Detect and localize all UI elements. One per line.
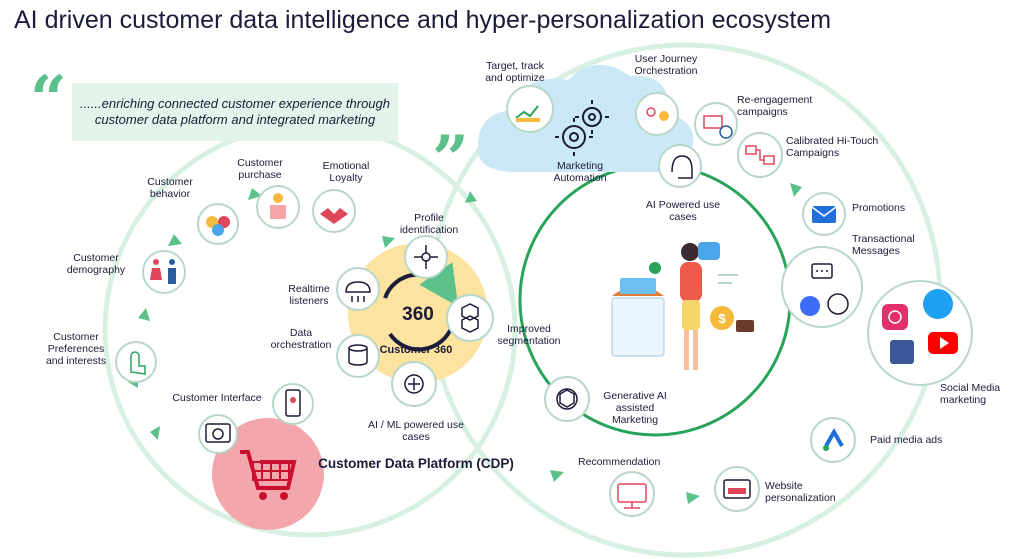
label-paid-media: Paid media ads [870,434,943,446]
journey-icon [635,92,679,136]
label-user-journey: User Journey Orchestration [634,53,698,77]
quote-text: ......enriching connected customer exper… [79,96,390,127]
ads-icon [810,417,856,463]
customer360-label: Customer 360 [379,344,453,356]
browser-icon [198,414,238,454]
label-social-media: Social Media marketing [940,382,1001,406]
openai-icon [544,376,590,422]
open-quote-icon: “ [30,62,67,137]
cloud-network-icon [336,267,380,311]
label-promotions: Promotions [852,202,906,214]
label-transactional: Transactional Messages [852,233,915,257]
label-customer-purchase: Customer purchase [237,157,283,181]
label-profile-identification: Profile identification [399,212,459,236]
growth-chart-icon [506,85,554,133]
label-customer-preferences: Customer Preferences and interests [45,331,107,367]
man-woman-icon [142,250,186,294]
shopper-illustration: $ [611,242,754,370]
icon-glyphs [130,105,958,509]
page-title: AI driven customer data intelligence and… [14,6,832,34]
network-user-icon [404,235,448,279]
email-globe-icon [694,102,738,146]
marketing-automation-label: Marketing Automation [553,160,607,184]
label-customer-demography: Customer demography [66,252,126,276]
gears-icon [555,100,609,156]
svg-text:$: $ [718,311,726,326]
label-customer-behavior: Customer behavior [147,176,193,200]
label-hi-touch: Calibrated Hi-Touch Campaigns [786,135,879,159]
label-customer-interface: Customer Interface [172,392,262,404]
label-realtime-listeners: Realtime listeners [288,283,330,307]
cdp-label: Customer Data Platform (CDP) [318,456,514,471]
recommend-monitor-icon [609,471,655,517]
database-icon [336,334,380,378]
messenger-whatsapp-icon [781,246,863,328]
social-icons [867,280,973,386]
touch-icon [115,341,157,383]
label-ai-ml-use-cases: AI / ML powered use cases [368,419,464,443]
close-quote-icon: ” [432,122,469,197]
hexagon-users-icon [446,294,494,342]
shopping-cart-icon [240,450,297,500]
label-improved-segmentation: Improved segmentation [497,323,561,347]
customer360-center-text: 360 [402,304,434,325]
label-recommendation: Recommendation [578,456,661,468]
cdp-circle [212,418,324,530]
label-re-engagement: Re-engagement campaigns [737,94,813,118]
label-target-track-optimize: Target, track and optimize [485,60,545,84]
label-emotional-loyalty: Emotional Loyalty [322,160,370,184]
mobile-map-icon [272,383,314,425]
quote-box: ......enriching connected customer exper… [72,83,398,141]
label-data-orchestration: Data orchestration [270,327,332,351]
label-ai-powered-use-cases: AI Powered use cases [645,199,721,223]
ai-head-icon [658,144,702,188]
handshake-icon [312,189,356,233]
label-generative-ai: Generative AI assisted Marketing [603,390,667,426]
label-website-personalization: Website personalization [765,480,836,504]
